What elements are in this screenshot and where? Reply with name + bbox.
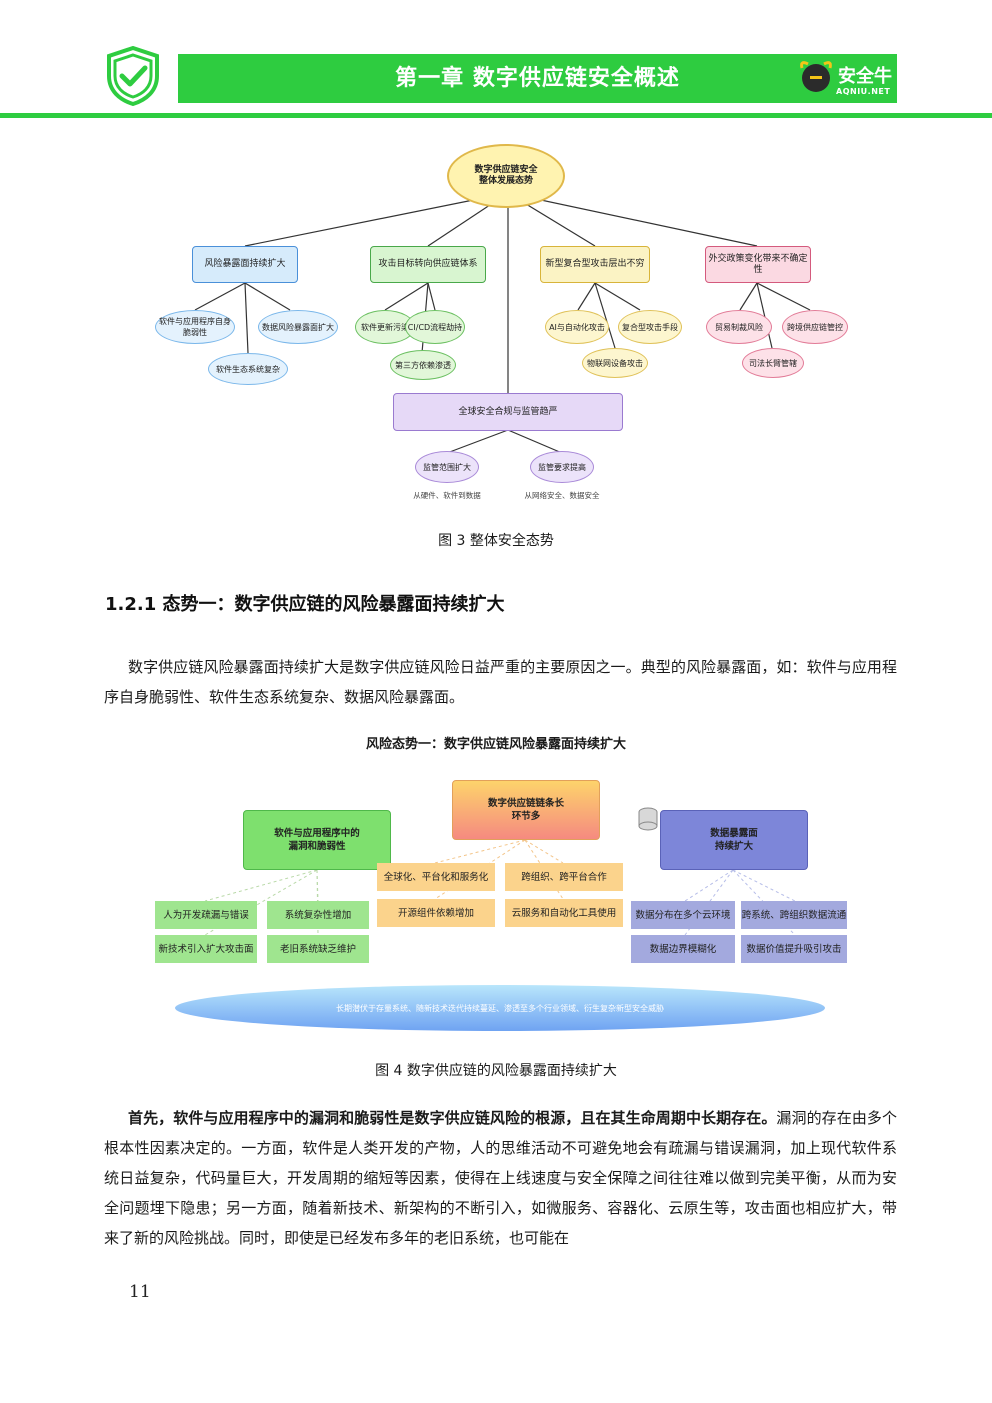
left-item-1: 人为开发疏漏与错误: [155, 901, 257, 929]
right-item-1: 数据分布在多个云环境: [631, 901, 735, 929]
leaf-requirement-raise: 监管要求提高: [530, 451, 594, 483]
center-item-4: 云服务和自动化工具使用: [505, 899, 623, 927]
leaf-cicd-hijack: CI/CD流程劫持: [405, 310, 465, 344]
center-item-3: 开源组件依赖增加: [377, 899, 495, 927]
branch-risk-exposure: 风险暴露面持续扩大: [192, 246, 298, 283]
figure-4-title: 风险态势一：数字供应链风险暴露面持续扩大: [365, 737, 626, 752]
leaf-ai-attack: AI与自动化攻击: [545, 310, 609, 344]
left-item-2: 系统复杂性增加: [267, 901, 369, 929]
figure-4-diagram: 软件与应用程序中的 漏洞和脆弱性 数字供应链链条长 环节多 数据暴露面 持续扩大…: [150, 775, 850, 1040]
right-item-4: 数据价值提升吸引攻击: [741, 935, 847, 963]
note-scope: 从硬件、软件到数据: [413, 490, 481, 500]
leaf-long-arm: 司法长臂管辖: [742, 348, 804, 378]
header-divider: [0, 113, 992, 118]
figure-4-caption: 图 4 数字供应链的风险暴露面持续扩大: [375, 1063, 617, 1079]
paragraph-2: 首先，软件与应用程序中的漏洞和脆弱性是数字供应链风险的根源，且在其生命周期中长期…: [104, 1103, 897, 1253]
paragraph-1: 数字供应链风险暴露面持续扩大是数字供应链风险日益严重的主要原因之一。典型的风险暴…: [104, 658, 897, 706]
figure-3-caption: 图 3 整体安全态势: [438, 533, 554, 549]
section-heading: 1.2.1 态势一：数字供应链的风险暴露面持续扩大: [105, 594, 505, 615]
logo-text: 安全牛: [838, 66, 892, 87]
center-head-box: 数字供应链链条长 环节多: [452, 780, 600, 840]
leaf-third-party: 第三方依赖渗透: [390, 350, 456, 380]
bull-logo-icon: [800, 61, 832, 92]
leaf-trade-sanction: 贸易制裁风险: [706, 310, 772, 344]
right-item-3: 数据边界模糊化: [631, 935, 735, 963]
page-number: 11: [129, 1282, 151, 1302]
center-item-2: 跨组织、跨平台合作: [505, 863, 623, 891]
leaf-software-vuln: 软件与应用程序自身脆弱性: [155, 310, 235, 344]
center-item-1: 全球化、平台化和服务化: [377, 863, 495, 891]
branch-new-attacks: 新型复合型攻击层出不穷: [540, 246, 650, 283]
mindmap-root: 数字供应链安全 整体发展态势: [447, 144, 565, 208]
branch-foreign-policy: 外交政策变化带来不确定性: [705, 246, 811, 283]
leaf-data-exposure: 数据风险暴露面扩大: [258, 310, 338, 344]
leaf-scope-expand: 监管范围扩大: [415, 451, 479, 483]
logo-subtext: AQNIU.NET: [836, 87, 891, 96]
branch-attack-target: 攻击目标转向供应链体系: [370, 246, 486, 283]
leaf-compound-attack: 复合型攻击手段: [618, 310, 682, 344]
branch-compliance: 全球安全合规与监管趋严: [393, 393, 623, 431]
left-head-box: 软件与应用程序中的 漏洞和脆弱性: [243, 810, 391, 870]
base-ellipse: 长期潜伏于存量系统、随新技术迭代持续蔓延、渗透至多个行业领域、衍生复杂新型安全威…: [175, 985, 825, 1031]
paragraph-2-body: 漏洞的存在由多个根本性因素决定的。一方面，软件是人类开发的产物，人的思维活动不可…: [104, 1109, 897, 1247]
chapter-title: 第一章 数字供应链安全概述: [395, 66, 680, 91]
right-item-2: 跨系统、跨组织数据流通: [741, 901, 847, 929]
leaf-iot-attack: 物联网设备攻击: [582, 348, 648, 378]
note-requirement: 从网络安全、数据安全: [524, 490, 600, 500]
shield-check-icon: [107, 46, 159, 106]
header-bar: [178, 54, 897, 103]
paragraph-2-lead: 首先，软件与应用程序中的漏洞和脆弱性是数字供应链风险的根源，且在其生命周期中长期…: [128, 1109, 777, 1127]
leaf-cross-border: 跨境供应链管控: [782, 310, 848, 344]
left-item-3: 新技术引入扩大攻击面: [155, 935, 257, 963]
figure-3-mindmap: 数字供应链安全 整体发展态势 风险暴露面持续扩大 攻击目标转向供应链体系 新型复…: [150, 138, 850, 518]
left-item-4: 老旧系统缺乏维护: [267, 935, 369, 963]
leaf-ecosystem: 软件生态系统复杂: [208, 353, 288, 385]
database-icon: [638, 807, 658, 831]
right-head-box: 数据暴露面 持续扩大: [660, 810, 808, 870]
